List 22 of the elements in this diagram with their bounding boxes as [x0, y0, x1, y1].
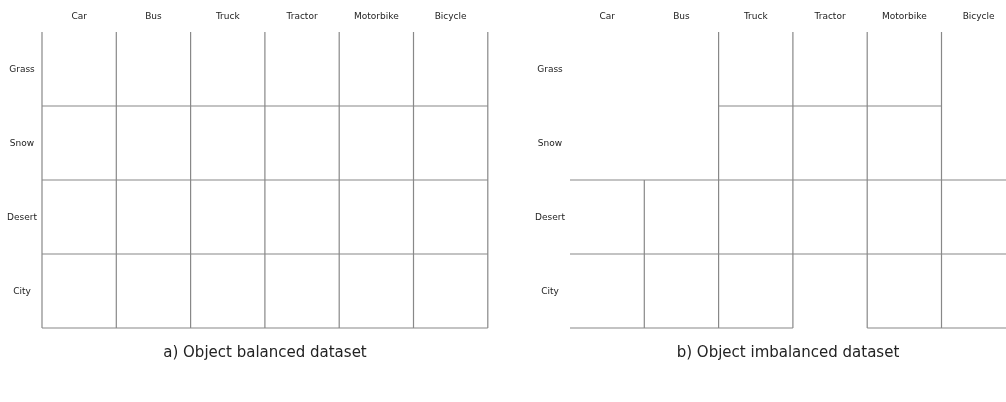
- column-header: Motorbike: [354, 11, 399, 21]
- subfigure-caption: a) Object balanced dataset: [163, 343, 367, 361]
- row-header: Snow: [537, 138, 563, 148]
- column-header: Motorbike: [882, 11, 927, 21]
- column-header: Bus: [145, 11, 162, 21]
- column-header: Truck: [743, 11, 768, 21]
- row-header: City: [13, 286, 31, 296]
- row-header: Grass: [537, 64, 563, 74]
- column-header: Tractor: [814, 11, 846, 21]
- row-header: Desert: [7, 212, 37, 222]
- column-header: Car: [599, 11, 615, 21]
- column-header: Car: [71, 11, 87, 21]
- column-header: Truck: [215, 11, 240, 21]
- row-header: City: [541, 286, 559, 296]
- column-header: Bus: [673, 11, 690, 21]
- row-header: Grass: [9, 64, 35, 74]
- row-header: Desert: [535, 212, 565, 222]
- column-header: Bicycle: [434, 11, 467, 21]
- row-header: Snow: [9, 138, 35, 148]
- column-header: Bicycle: [962, 11, 995, 21]
- column-header: Tractor: [286, 11, 318, 21]
- subfigure-caption: b) Object imbalanced dataset: [676, 343, 900, 361]
